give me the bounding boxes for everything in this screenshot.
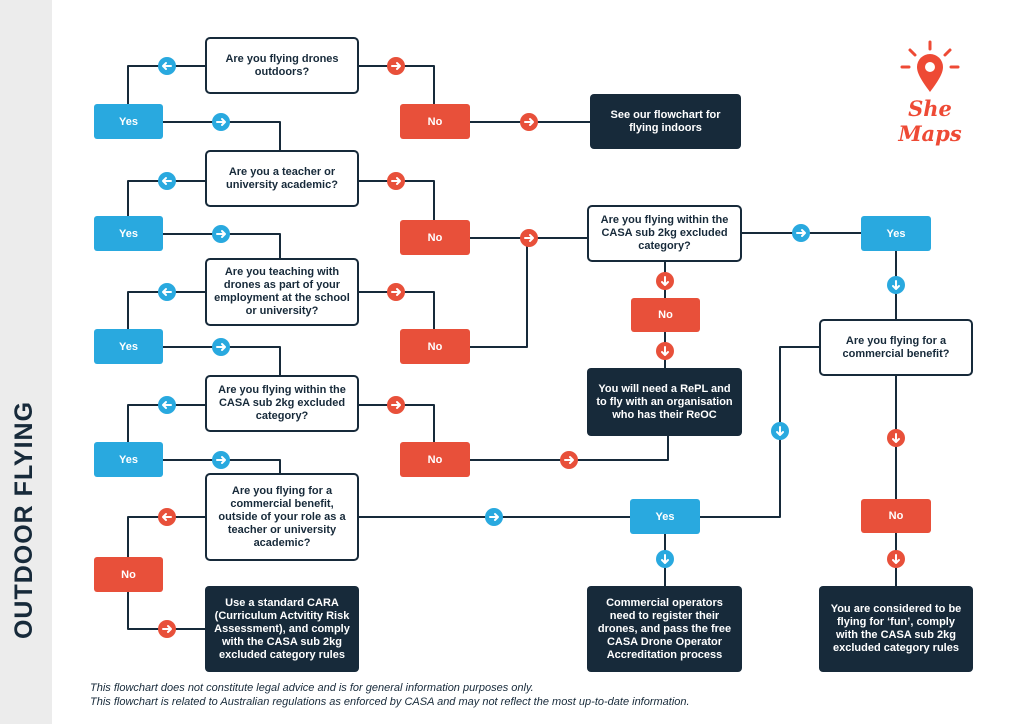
arrow-down-icon [656,272,674,290]
outcome-commercial-operators: Commercial operators need to register th… [587,586,742,672]
arrow-down-icon [887,550,905,568]
disclaimer: This flowchart does not constitute legal… [90,681,850,709]
yes-node: Yes [630,499,700,534]
no-node: No [400,329,470,364]
arrow-left-icon [158,172,176,190]
sidebar [0,0,52,724]
question-sub2kg-right: Are you flying within the CASA sub 2kg e… [587,205,742,262]
connector [470,238,528,348]
question-teacher-academic: Are you a teacher or university academic… [205,150,359,207]
connector [127,291,205,329]
outcome-indoors: See our flowchart for flying indoors [590,94,741,149]
connector [358,404,435,442]
direction-arrows [158,57,905,638]
arrow-right-icon [158,620,176,638]
arrow-right-icon [387,396,405,414]
arrow-right-icon [520,229,538,247]
connector [127,65,205,104]
arrow-right-icon [212,225,230,243]
connector [358,180,435,220]
connector [127,180,205,216]
arrow-left-icon [158,396,176,414]
connector [163,233,281,258]
arrow-right-icon [212,451,230,469]
question-sub2kg-left: Are you flying within the CASA sub 2kg e… [205,375,359,432]
she-maps-logo: She Maps [880,40,980,146]
arrow-down-icon [887,276,905,294]
no-node: No [400,104,470,139]
arrow-right-icon [560,451,578,469]
connector [127,404,205,442]
arrow-down-icon [656,550,674,568]
yes-node: Yes [94,442,163,477]
connector [358,65,435,104]
arrow-left-icon [158,57,176,75]
arrow-right-icon [387,283,405,301]
no-node: No [861,499,931,533]
arrow-right-icon [387,172,405,190]
connector [163,346,281,375]
arrow-left-icon [158,508,176,526]
arrow-down-icon [656,342,674,360]
outcome-repl: You will need a RePL and to fly with an … [587,368,742,436]
outcome-fun: You are considered to be flying for ‘fun… [819,586,973,672]
arrow-left-icon [158,283,176,301]
no-node: No [400,442,470,477]
connector [358,291,435,329]
question-commercial-benefit: Are you flying for a commercial benefit? [819,319,973,376]
connector [163,121,281,150]
arrow-down-icon [771,422,789,440]
yes-node: Yes [861,216,931,251]
arrow-right-icon [485,508,503,526]
no-node: No [631,298,700,332]
question-teaching-employment: Are you teaching with drones as part of … [205,258,359,326]
disclaimer-line: This flowchart is related to Australian … [90,696,690,708]
connector [127,591,205,630]
yes-node: Yes [94,216,163,251]
arrow-right-icon [212,338,230,356]
arrow-right-icon [212,113,230,131]
question-flying-outdoors: Are you flying drones outdoors? [205,37,359,94]
outcome-cara: Use a standard CARA (Curriculum Actvitit… [205,586,359,672]
logo-text: She Maps [898,96,962,146]
connector [470,436,669,461]
arrow-right-icon [520,113,538,131]
arrow-right-icon [792,224,810,242]
map-pin-icon [900,40,960,92]
yes-node: Yes [94,104,163,139]
yes-node: Yes [94,329,163,364]
connector [127,516,205,557]
arrow-down-icon [887,429,905,447]
question-commercial-outside-role: Are you flying for a commercial benefit,… [205,473,359,561]
no-node: No [400,220,470,255]
arrow-right-icon [387,57,405,75]
disclaimer-line: This flowchart does not constitute legal… [90,682,534,694]
no-node: No [94,557,163,592]
connector [163,459,281,473]
